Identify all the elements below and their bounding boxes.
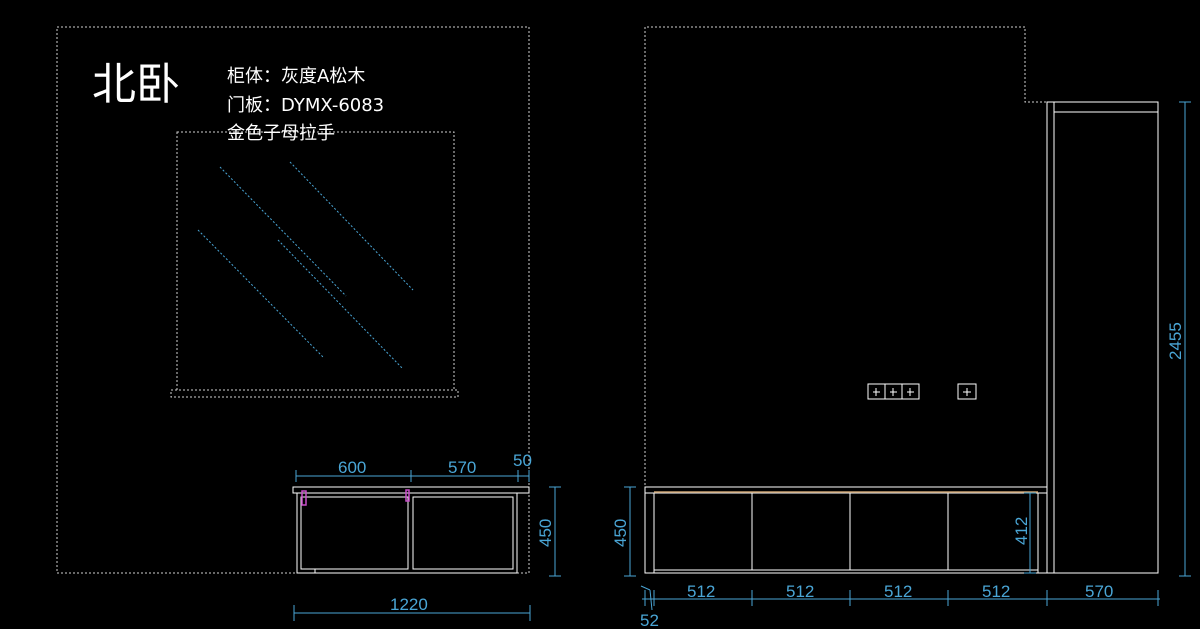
tall-cabinet-body	[1046, 101, 1159, 574]
dim-412: 412	[1012, 517, 1031, 545]
window	[170, 131, 459, 398]
low-cabinet-body	[644, 492, 1048, 574]
dim-50: 50	[513, 451, 532, 470]
window-sill	[170, 389, 459, 398]
dim-512-1: 512	[687, 582, 715, 601]
note-cabinet-body: 柜体：灰度A松木	[227, 66, 365, 87]
dim-570-right: 570	[1085, 582, 1113, 601]
window-frame	[176, 131, 455, 391]
left-view: 北卧 柜体：灰度A松木 门板：DYMX-6083 金色子母拉手	[56, 26, 561, 621]
dim-52: 52	[640, 611, 659, 629]
window-glass-line	[277, 239, 404, 370]
dim-512-3: 512	[884, 582, 912, 601]
right-low-cabinet	[644, 486, 1048, 574]
socket-triple	[867, 383, 920, 400]
right-dimensions	[624, 101, 1191, 611]
window-glass-line	[289, 161, 414, 291]
dim-1220: 1220	[390, 595, 428, 614]
left-cabinet-body	[296, 492, 518, 574]
left-cabinet	[292, 486, 530, 574]
left-cabinet-inner-right	[412, 496, 514, 570]
note-door-panel: 门板：DYMX-6083	[227, 95, 384, 116]
dim-512-2: 512	[786, 582, 814, 601]
window-glass-line	[219, 166, 347, 297]
room-title: 北卧	[92, 59, 180, 110]
handle-mark	[301, 490, 307, 506]
left-dimensions	[293, 470, 561, 621]
left-cabinet-inner-left	[300, 496, 409, 570]
note-handle: 金色子母拉手	[227, 123, 335, 144]
right-wall-outline	[644, 26, 1158, 573]
socket-single	[957, 383, 977, 400]
handle-mark	[405, 489, 410, 502]
left-wall-outline	[56, 26, 530, 574]
dim-2455: 2455	[1166, 322, 1185, 360]
dim-450-left: 450	[536, 519, 555, 547]
left-cabinet-top	[292, 486, 530, 494]
tall-cabinet	[1046, 101, 1159, 574]
window-glass-line	[197, 229, 324, 358]
dim-600: 600	[338, 458, 366, 477]
dim-512-4: 512	[982, 582, 1010, 601]
dim-570-left: 570	[448, 458, 476, 477]
dim-450-right: 450	[611, 519, 630, 547]
right-view: 450 412 2455 512 512 512 512 570 52	[611, 26, 1191, 629]
